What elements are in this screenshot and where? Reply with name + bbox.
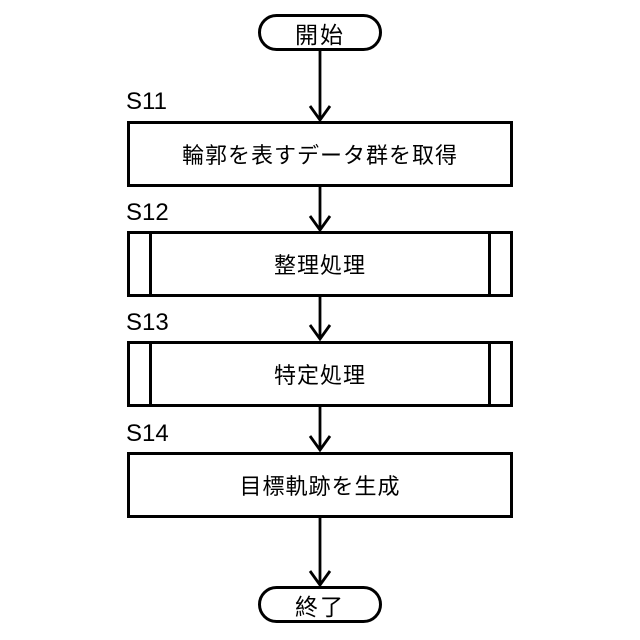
start-terminal-label: 開始 <box>295 21 345 48</box>
subroutine-box-s13-label: 特定処理 <box>273 363 366 388</box>
arrowhead-s11-to-s12 <box>308 215 332 233</box>
process-box-s11: 輪郭を表すデータ群を取得 <box>127 121 513 187</box>
process-box-s14: 目標軌跡を生成 <box>127 452 513 518</box>
step-id-s13: S13 <box>126 309 169 336</box>
subroutine-bar-right <box>488 234 491 294</box>
arrowhead-s13-to-s14 <box>308 435 332 453</box>
step-id-s12: S12 <box>126 199 169 226</box>
subroutine-bar-left <box>149 234 152 294</box>
process-box-s11-label: 輪郭を表すデータ群を取得 <box>181 143 458 168</box>
subroutine-bar-right <box>488 344 491 404</box>
step-id-s14: S14 <box>126 420 169 447</box>
step-id-s11: S11 <box>126 88 167 115</box>
arrowhead-start-to-s11 <box>308 105 332 123</box>
subroutine-bar-left <box>149 344 152 404</box>
start-terminal: 開始 <box>258 14 382 51</box>
subroutine-box-s12: 整理処理 <box>127 231 513 297</box>
subroutine-box-s12-label: 整理処理 <box>273 253 366 278</box>
arrowhead-s12-to-s13 <box>308 324 332 342</box>
end-terminal-label: 終了 <box>295 593 345 620</box>
subroutine-box-s13: 特定処理 <box>127 341 513 407</box>
arrowhead-s14-to-end <box>308 570 332 588</box>
process-box-s14-label: 目標軌跡を生成 <box>239 474 401 499</box>
end-terminal: 終了 <box>258 586 382 623</box>
